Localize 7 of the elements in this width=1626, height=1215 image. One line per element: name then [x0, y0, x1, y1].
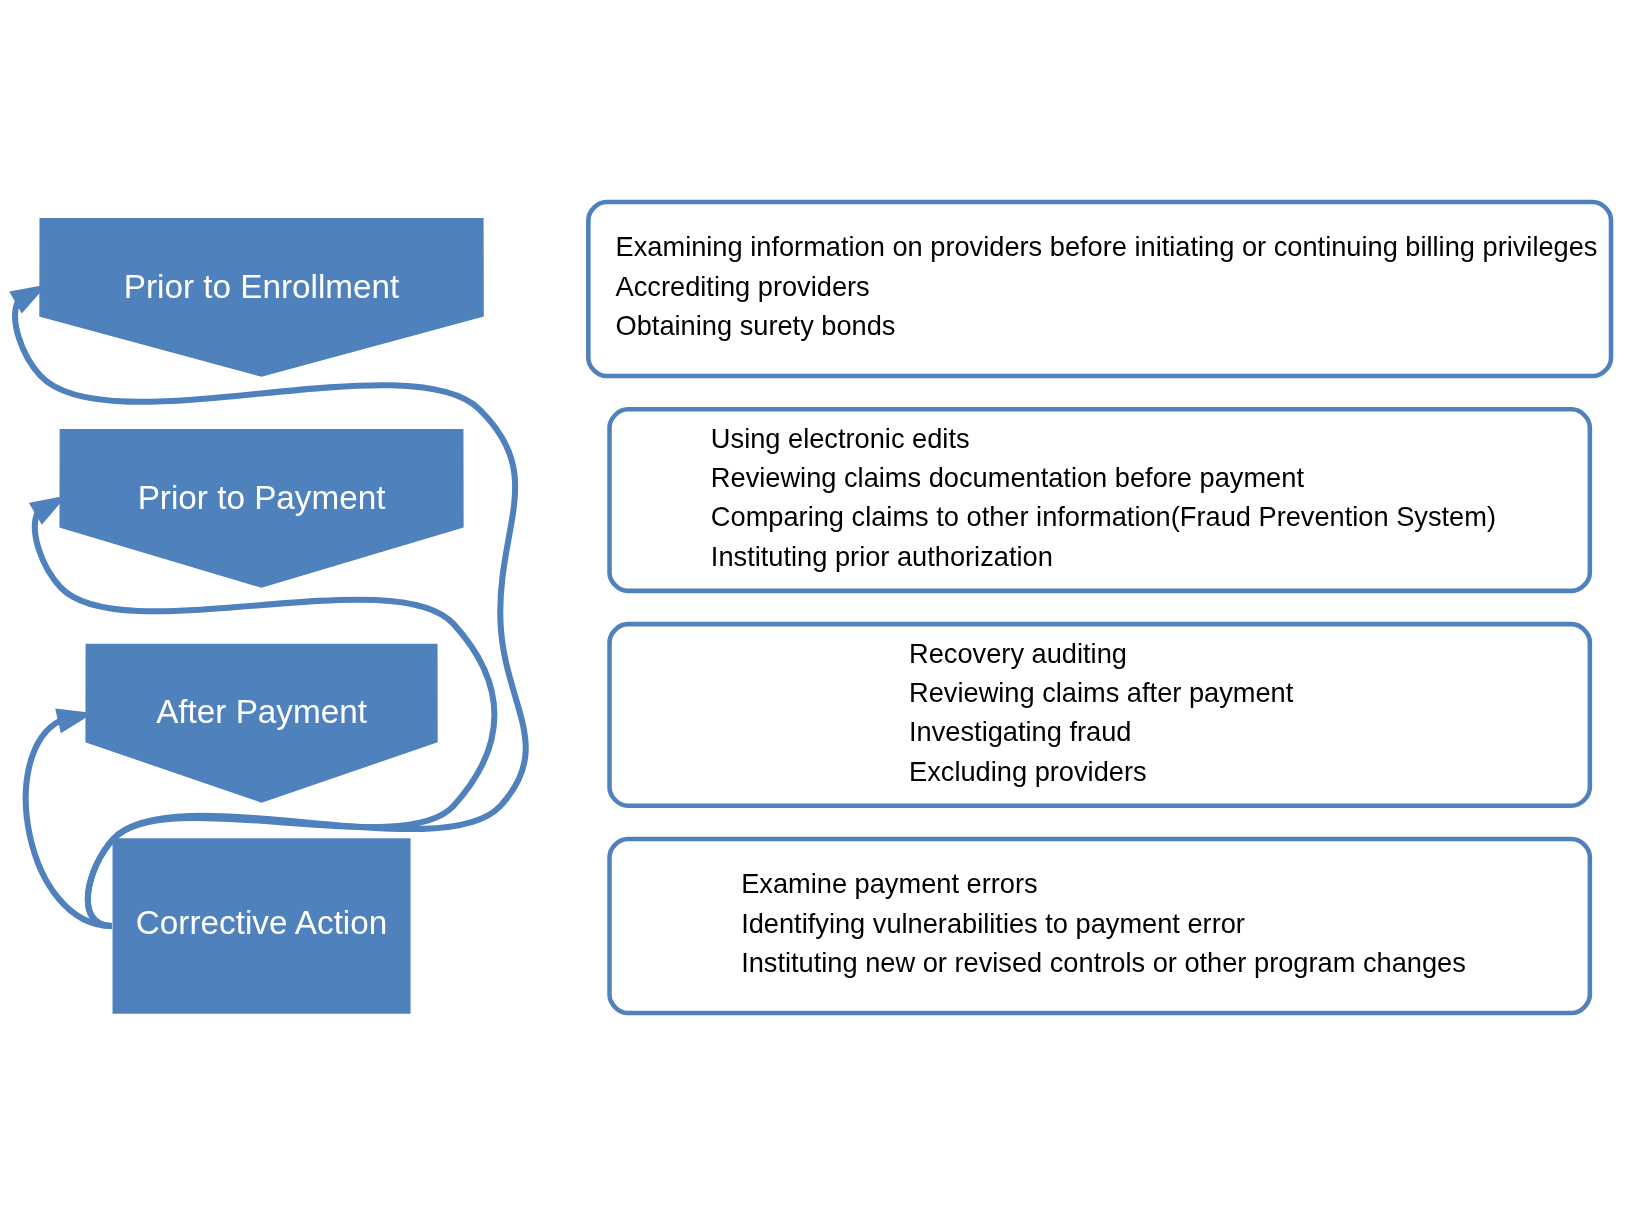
node-box: Examining information on providers before initiating or continuing billing privileges Accrediting providers Obtaining surety bonds	[586, 199, 1614, 379]
node-box: Using electronic edits Reviewing claims documentation before payment Comparing claims to other information(Fraud Prevention System) Instituting prior authorization	[607, 407, 1593, 594]
node-box: Corrective Action	[112, 838, 411, 1014]
arrow	[23, 708, 113, 929]
node-box: Recovery auditing Reviewing claims after payment Investigating fraud Excluding providers	[607, 621, 1593, 808]
node-box: Examine payment errors Identifying vulnerabilities to payment error Instituting new or revised controls or other program changes	[607, 836, 1593, 1016]
arrow	[9, 284, 529, 929]
